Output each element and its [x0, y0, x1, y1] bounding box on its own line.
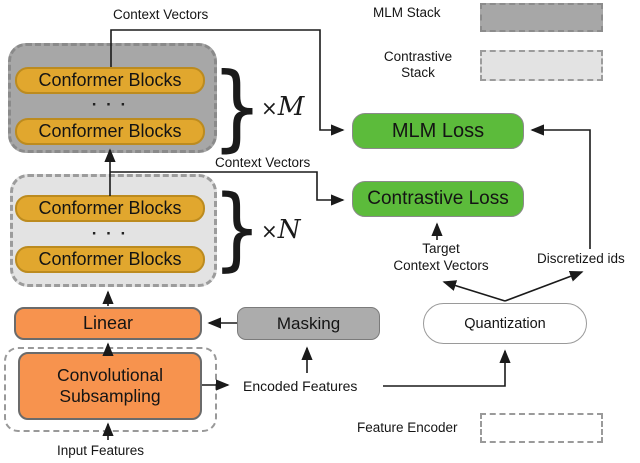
encoded-features-label: Encoded Features	[243, 378, 358, 394]
context-vectors-top-label: Context Vectors	[113, 7, 209, 22]
ellipsis-contrastive: · · ·	[91, 224, 129, 243]
legend-contrastive-stack-label: Contrastive Stack	[370, 49, 466, 80]
conformer-blocks-contrastive-bottom: Conformer Blocks	[15, 246, 205, 273]
m-variable: M	[277, 92, 305, 122]
input-features-label: Input Features	[57, 443, 145, 458]
conformer-blocks-mlm-bottom: Conformer Blocks	[15, 118, 205, 145]
brace-n: }	[212, 175, 262, 281]
edge-quantization-to-discretized	[504, 270, 584, 302]
legend-feature-encoder-label: Feature Encoder	[357, 420, 458, 435]
legend-contrastive-stack-swatch	[480, 50, 603, 81]
contrastive-loss-block: Contrastive Loss	[352, 181, 524, 217]
legend-mlm-stack-swatch	[480, 3, 603, 32]
convolutional-subsampling-block: Convolutional Subsampling	[18, 352, 202, 420]
target-context-vectors-label: Target Context Vectors	[383, 241, 499, 274]
legend-mlm-stack-label: MLM Stack	[373, 5, 441, 20]
context-vectors-mid-label: Context Vectors	[215, 155, 311, 170]
edge-discretized-to-mlmloss	[530, 124, 591, 249]
quantization-block: Quantization	[423, 303, 587, 344]
target-line2: Context Vectors	[393, 257, 489, 273]
times-symbol: ×	[261, 96, 278, 120]
convolutional-line1: Convolutional	[56, 365, 164, 385]
legend-feature-encoder-swatch	[480, 413, 603, 443]
edge-quantization-to-target	[442, 280, 506, 302]
n-variable: N	[277, 215, 301, 245]
target-line1: Target	[422, 241, 460, 256]
times-m-label: ×M	[261, 92, 304, 122]
brace-m: }	[211, 52, 263, 162]
conformer-blocks-contrastive-top: Conformer Blocks	[15, 195, 205, 222]
convolutional-line2: Subsampling	[59, 386, 161, 406]
discretized-ids-label: Discretized ids	[537, 251, 625, 266]
times-symbol: ×	[261, 219, 278, 243]
conformer-blocks-mlm-top: Conformer Blocks	[15, 67, 205, 94]
mlm-loss-block: MLM Loss	[352, 113, 524, 149]
masking-block: Masking	[237, 307, 380, 340]
edge-encoded-to-quantization	[383, 349, 511, 387]
ellipsis-mlm: · · ·	[91, 95, 129, 114]
legend-contrastive-line2: Stack	[401, 64, 435, 80]
linear-block: Linear	[14, 307, 202, 340]
legend-contrastive-line1: Contrastive	[383, 49, 453, 64]
times-n-label: ×N	[261, 215, 301, 245]
